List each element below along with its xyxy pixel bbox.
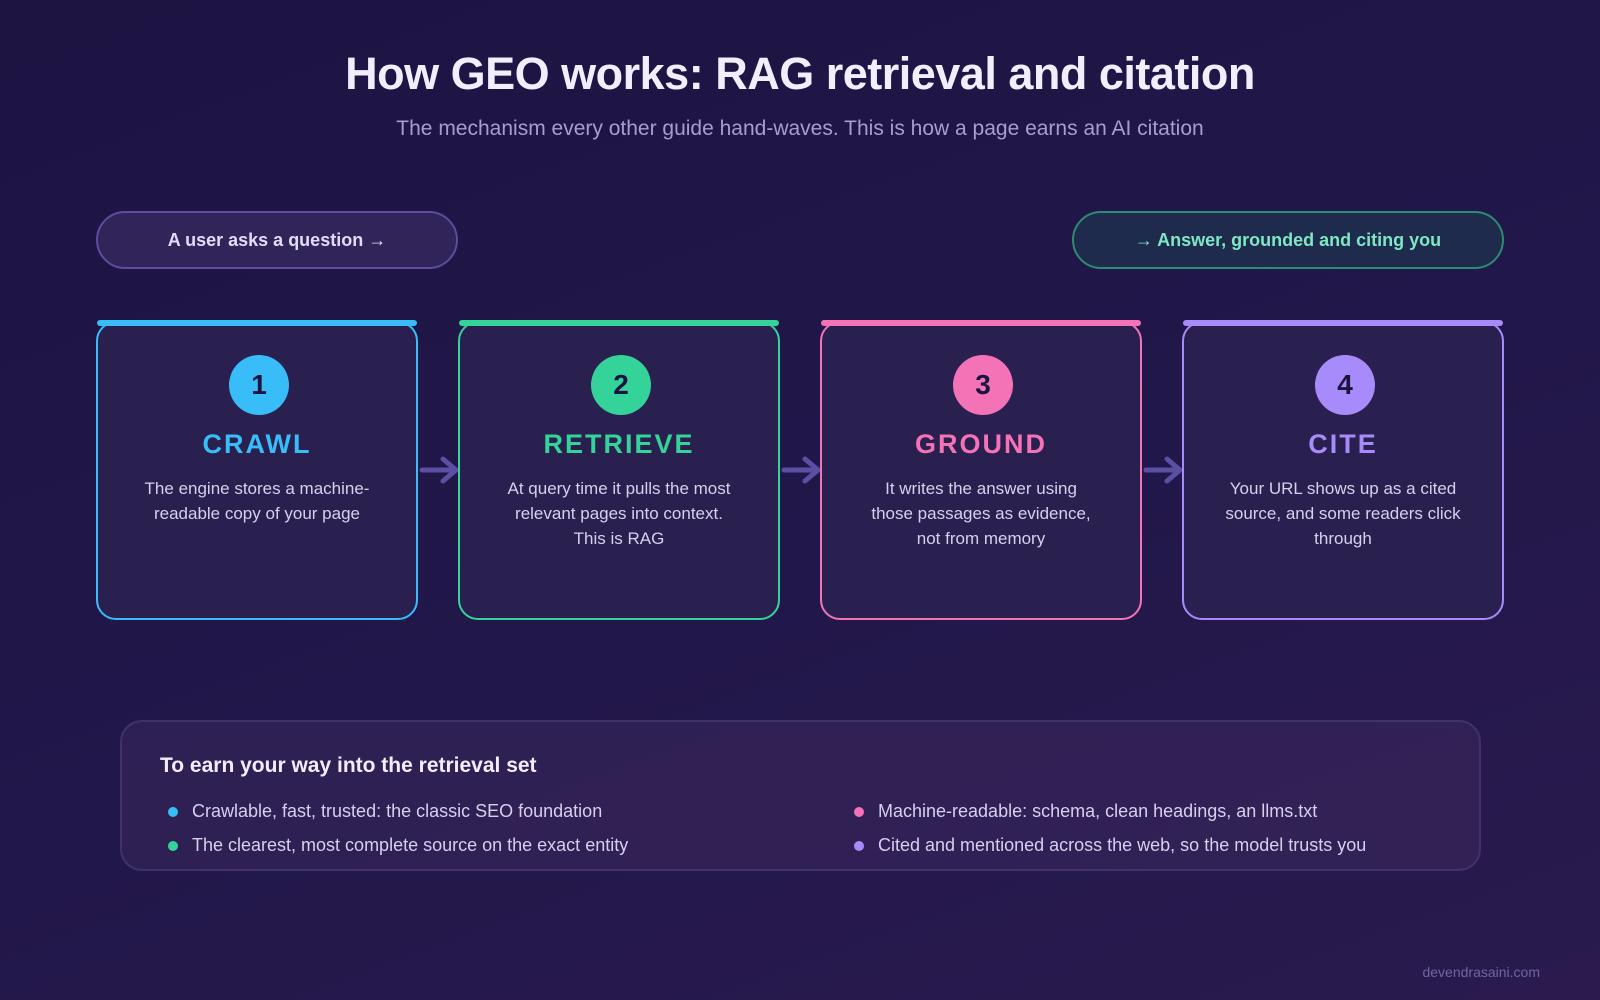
tip-item: Crawlable, fast, trusted: the classic SE…	[168, 801, 602, 822]
page-subtitle: The mechanism every other guide hand-wav…	[396, 117, 1204, 140]
tips-title: To earn your way into the retrieval set	[160, 754, 537, 777]
step-card-retrieve: 2 RETRIEVE At query time it pulls the mo…	[458, 320, 780, 620]
step-description: At query time it pulls the most relevant…	[507, 479, 731, 548]
step-number-badge: 3	[953, 355, 1013, 415]
step-accent-bar	[1183, 320, 1503, 326]
flow-start-pill: A user asks a question →	[96, 211, 458, 269]
step-card-crawl: 1 CRAWL The engine stores a machine-read…	[96, 320, 418, 620]
flow-end-pill: → Answer, grounded and citing you	[1072, 211, 1504, 269]
step-description: Your URL shows up as a cited source, and…	[1225, 479, 1461, 548]
site-credit: devendrasaini.com	[1422, 964, 1540, 980]
bullet-dot-icon	[168, 806, 178, 817]
step-title: GROUND	[915, 429, 1047, 459]
step-title: CITE	[1308, 429, 1378, 459]
tip-text: Machine-readable: schema, clean headings…	[878, 801, 1318, 821]
step-number-badge: 2	[591, 355, 651, 415]
bullet-dot-icon	[854, 840, 864, 851]
step-title: CRAWL	[202, 429, 312, 459]
tip-item: Cited and mentioned across the web, so t…	[854, 835, 1366, 856]
arrow-right-icon	[1143, 456, 1183, 484]
tip-text: Cited and mentioned across the web, so t…	[878, 835, 1367, 855]
step-number-badge: 4	[1315, 355, 1375, 415]
arrow-right-icon	[419, 456, 459, 484]
step-number-badge: 1	[229, 355, 289, 415]
step-accent-bar	[97, 320, 417, 326]
step-accent-bar	[459, 320, 779, 326]
step-title: RETRIEVE	[543, 429, 695, 459]
tip-item: The clearest, most complete source on th…	[168, 835, 628, 856]
step-accent-bar	[821, 320, 1141, 326]
tip-text: The clearest, most complete source on th…	[192, 835, 629, 855]
step-card-cite: 4 CITE Your URL shows up as a cited sour…	[1182, 320, 1504, 620]
step-description: The engine stores a machine-readable cop…	[144, 479, 370, 523]
tip-text: Crawlable, fast, trusted: the classic SE…	[192, 801, 603, 821]
bullet-dot-icon	[854, 806, 864, 817]
step-card-ground: 3 GROUND It writes the answer using thos…	[820, 320, 1142, 620]
arrow-right-icon	[781, 456, 821, 484]
step-description: It writes the answer using those passage…	[871, 479, 1091, 548]
tip-item: Machine-readable: schema, clean headings…	[854, 801, 1317, 822]
bullet-dot-icon	[168, 840, 178, 851]
retrieval-tips-panel: To earn your way into the retrieval set …	[120, 720, 1481, 871]
page-title: How GEO works: RAG retrieval and citatio…	[345, 48, 1255, 99]
